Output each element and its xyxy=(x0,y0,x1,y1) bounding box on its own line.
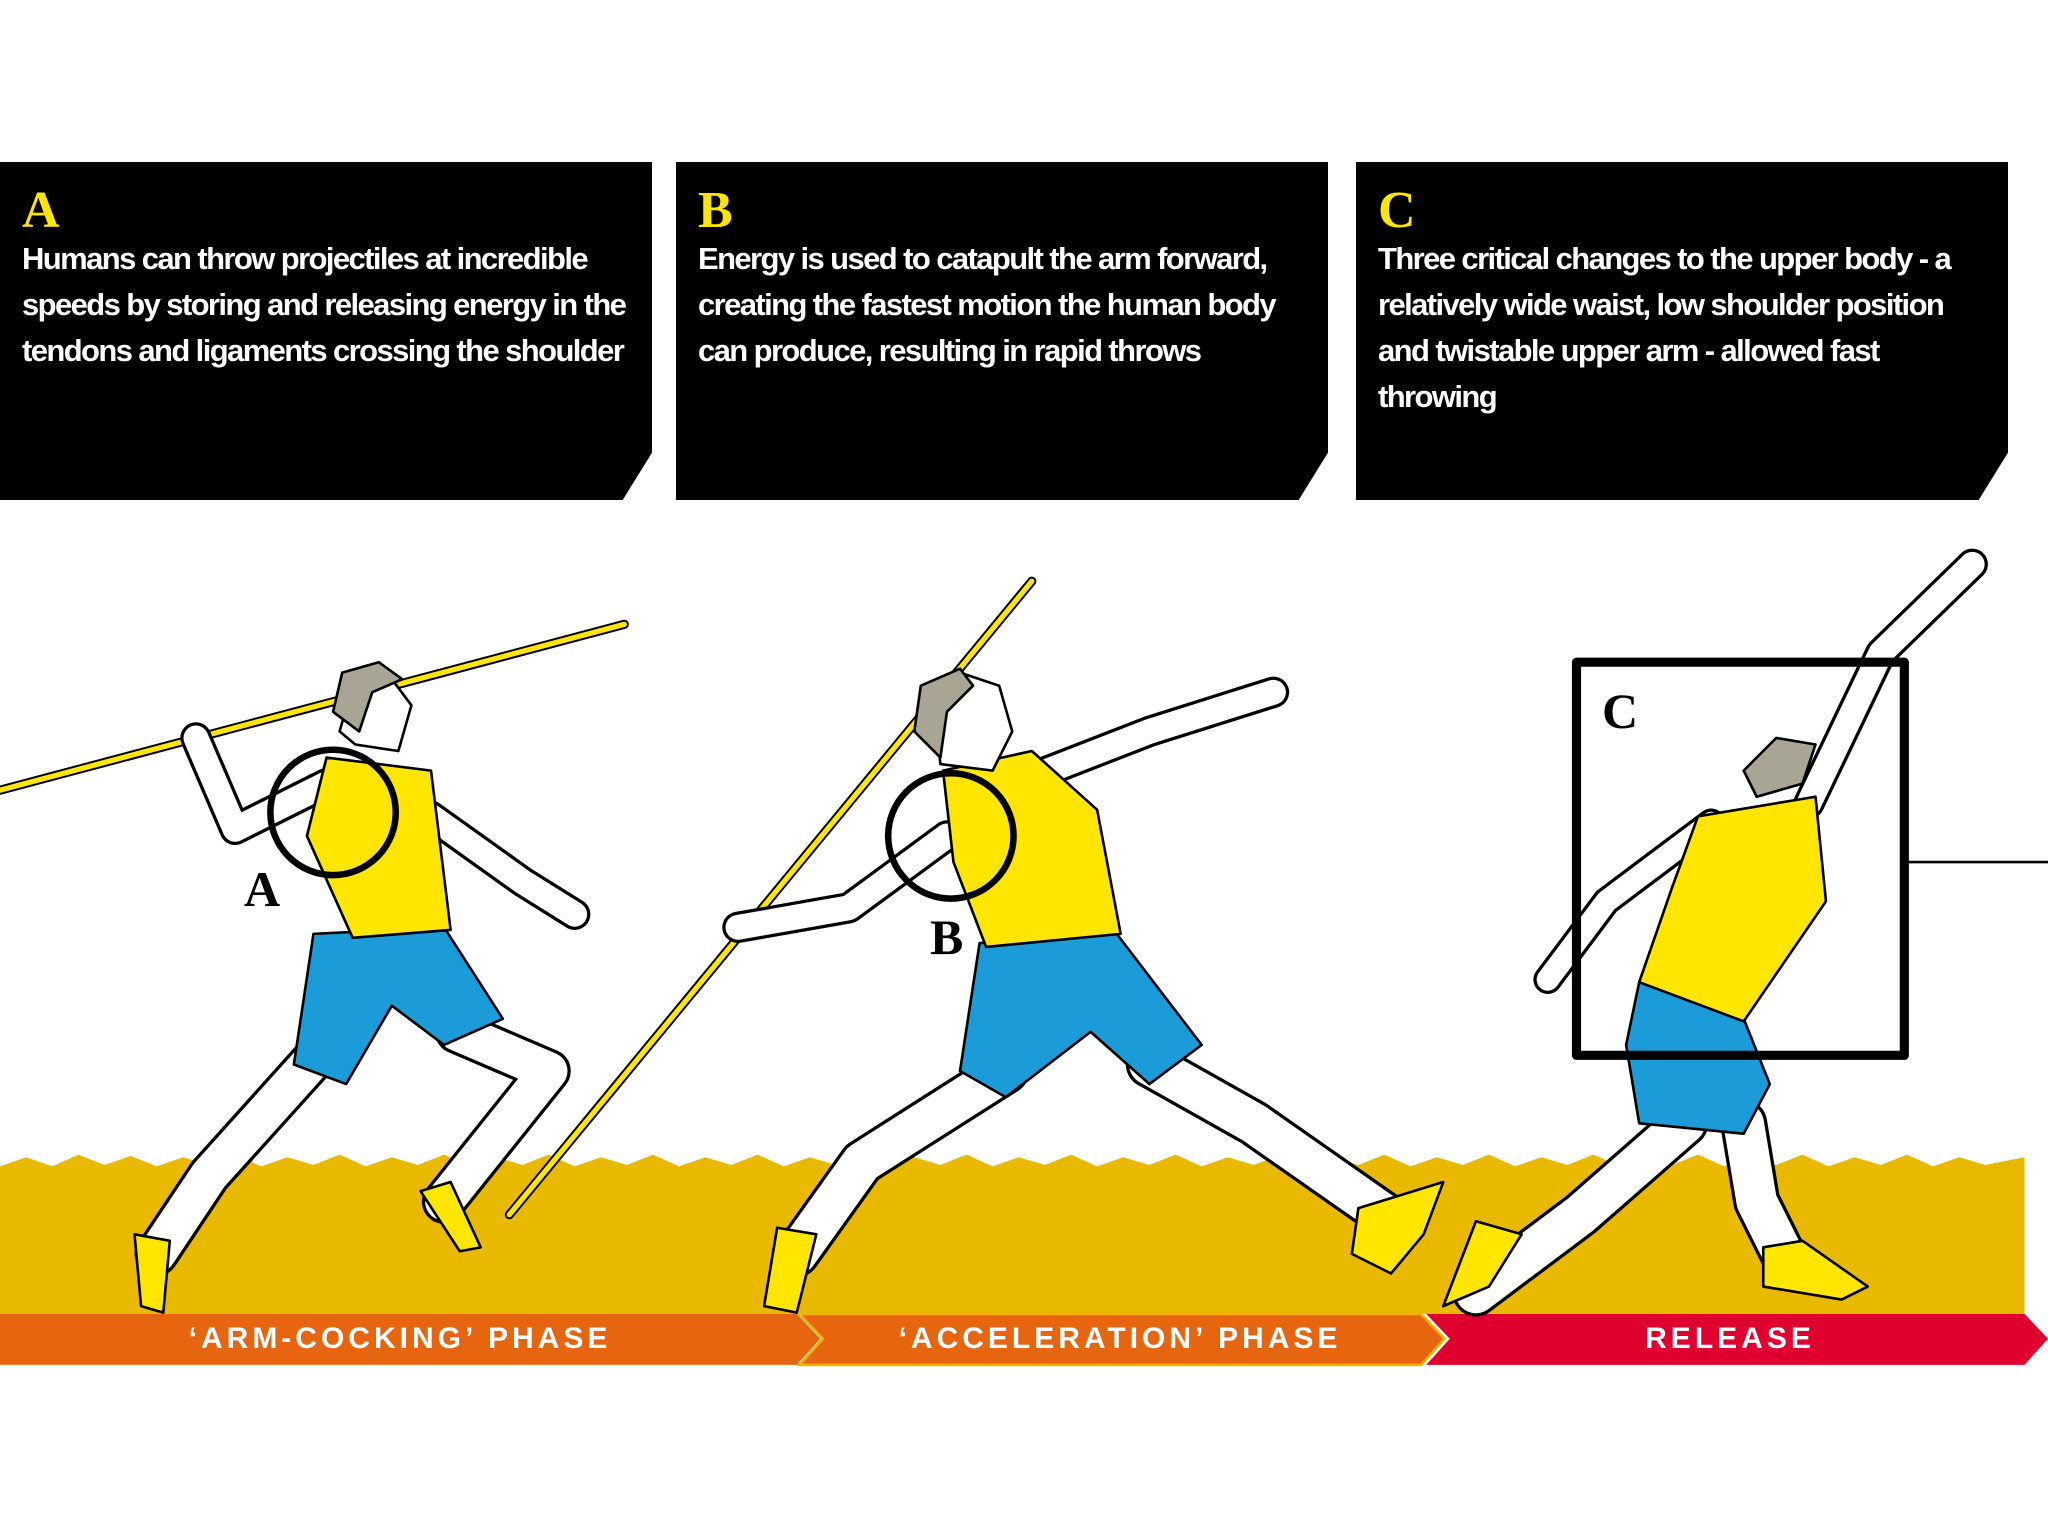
panel-c: C Three critical changes to the upper bo… xyxy=(1356,162,2008,500)
panel-text: Three critical changes to the upper body… xyxy=(1378,241,1952,414)
athlete-acceleration xyxy=(504,576,1445,1314)
phase-release-label: RELEASE xyxy=(1645,1322,1815,1355)
panel-letter: A xyxy=(22,182,60,239)
marker-b: B xyxy=(930,909,964,965)
panel-letter: B xyxy=(698,182,733,239)
phase-arm-cocking-bar xyxy=(0,1313,821,1365)
phase-arm-cocking-label: ‘ARM-COCKING’ PHASE xyxy=(188,1322,612,1355)
marker-c: C xyxy=(1602,683,1639,739)
phase-release-bar xyxy=(1426,1313,2048,1365)
panel-letter: C xyxy=(1378,182,1416,239)
ground-grass xyxy=(0,1154,2025,1314)
panel-text: Energy is used to catapult the arm forwa… xyxy=(698,241,1277,368)
athlete-release xyxy=(1441,548,2048,1317)
phase-acceleration-bar xyxy=(796,1312,1447,1367)
panel-text: Humans can throw projectiles at incredib… xyxy=(22,241,627,368)
athlete-arm-cocking xyxy=(0,619,629,1314)
phase-acceleration-label: ‘ACCELERATION’ PHASE xyxy=(898,1322,1342,1355)
panel-b: B Energy is used to catapult the arm for… xyxy=(676,162,1328,500)
panel-a: A Humans can throw projectiles at incred… xyxy=(0,162,652,500)
marker-a: A xyxy=(244,861,281,917)
